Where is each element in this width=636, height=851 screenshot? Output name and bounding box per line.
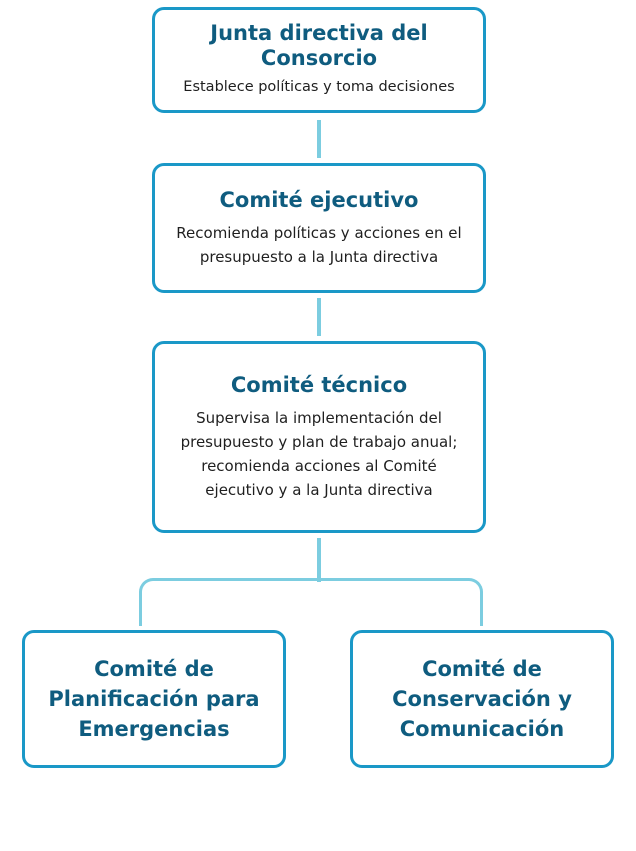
node-junta-desc: Establece políticas y toma decisiones xyxy=(183,79,455,95)
node-conservacion-title: Comité de Conservación y Comunicación xyxy=(392,657,572,741)
node-ejecutivo-desc: Recomienda políticas y acciones en el pr… xyxy=(176,223,462,266)
node-comite-conservacion: Comité de Conservación y Comunicación xyxy=(350,630,614,768)
connector-tecnico-branch xyxy=(317,538,321,582)
node-ejecutivo-title: Comité ejecutivo xyxy=(219,187,419,212)
connector-junta-ejecutivo xyxy=(317,120,321,158)
node-planificacion-title: Comité de Planificación para Emergencias xyxy=(48,657,260,741)
node-comite-ejecutivo: Comité ejecutivo Recomienda políticas y … xyxy=(152,163,486,293)
node-comite-tecnico: Comité técnico Supervisa la implementaci… xyxy=(152,341,486,533)
node-comite-planificacion: Comité de Planificación para Emergencias xyxy=(22,630,286,768)
node-tecnico-desc: Supervisa la implementación del presupue… xyxy=(180,408,458,499)
connector-branch-horizontal xyxy=(139,578,483,626)
node-junta-directiva: Junta directiva del Consorcio Establece … xyxy=(152,7,486,113)
node-junta-title: Junta directiva del Consorcio xyxy=(210,21,428,70)
node-tecnico-title: Comité técnico xyxy=(230,372,408,397)
connector-ejecutivo-tecnico xyxy=(317,298,321,336)
